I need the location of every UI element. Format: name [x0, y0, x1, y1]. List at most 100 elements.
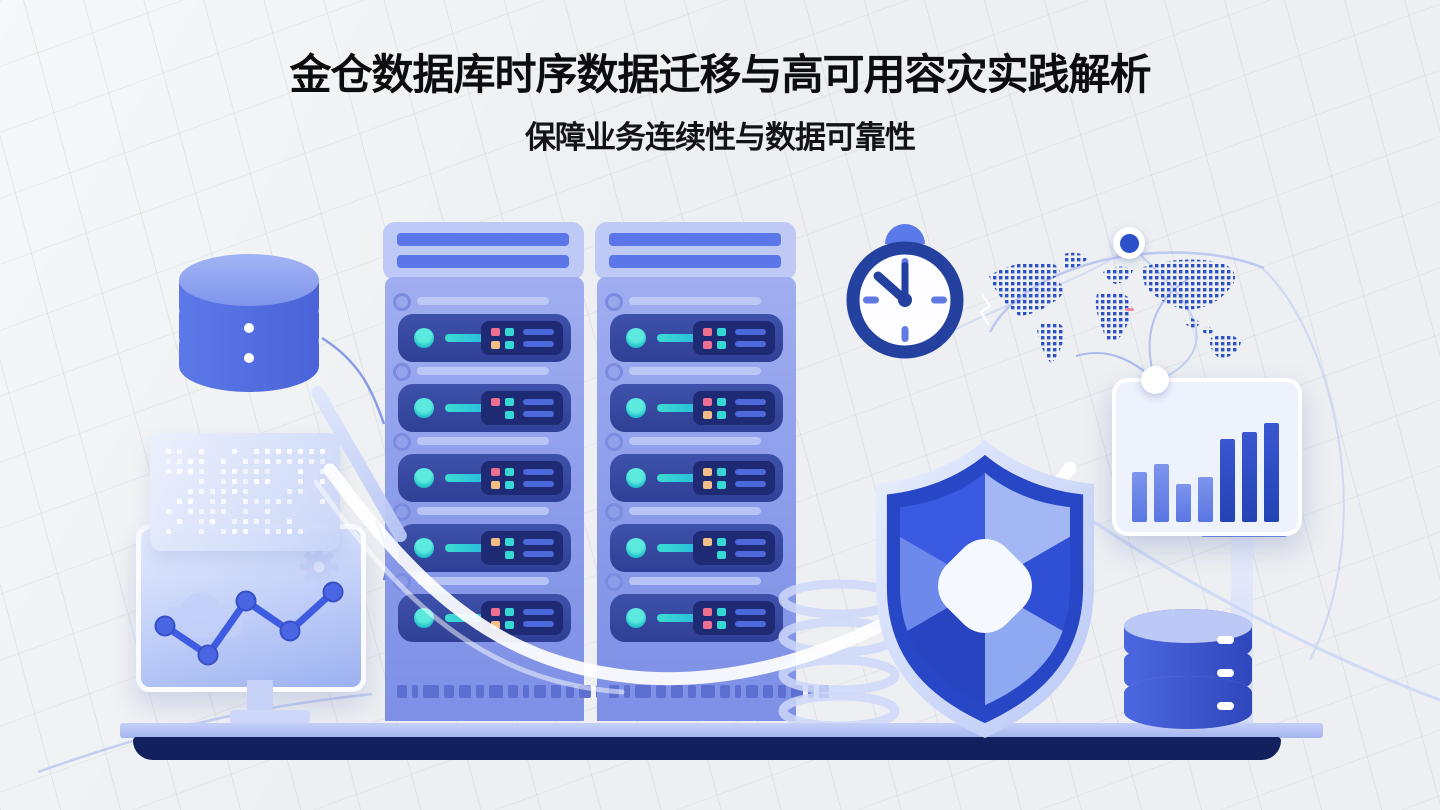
led-square [491, 341, 500, 349]
vent-slot [476, 685, 484, 698]
vent-slot [735, 685, 741, 698]
matrix-dot [210, 499, 215, 504]
matrix-dot [298, 529, 303, 534]
display-line [735, 399, 766, 405]
led-square [703, 621, 712, 629]
matrix-dot [276, 459, 281, 464]
display-line [735, 469, 766, 475]
vent-slot [635, 685, 651, 698]
matrix-dot [265, 459, 270, 464]
divider-knob [605, 363, 623, 381]
matrix-dot [243, 509, 248, 514]
rack-divider [597, 503, 796, 521]
data-point [279, 620, 301, 642]
led-square [491, 398, 500, 406]
matrix-dot [210, 519, 215, 524]
matrix-dot [287, 529, 292, 534]
matrix-dot [298, 479, 303, 484]
data-point [322, 581, 344, 603]
matrix-dot [188, 499, 193, 504]
vent-slot [624, 685, 630, 698]
vent-slot [489, 685, 503, 698]
display-line [523, 341, 554, 347]
matrix-dot [243, 479, 248, 484]
divider-knob [605, 503, 623, 521]
divider-knob [393, 293, 411, 311]
vent-slot [444, 685, 454, 698]
divider-knob [393, 433, 411, 451]
matrix-dot [298, 449, 303, 454]
led-square [703, 608, 712, 616]
rack-divider [597, 293, 796, 311]
status-led-icon [414, 328, 434, 348]
matrix-dot [177, 469, 182, 474]
stopwatch-icon [846, 224, 964, 359]
display-line [523, 539, 554, 545]
vent-slot [551, 685, 561, 698]
divider-rail [629, 507, 761, 515]
display-line [523, 411, 554, 417]
display-line [523, 469, 554, 475]
display-line [523, 621, 554, 627]
rack-divider [597, 433, 796, 451]
led-square [491, 608, 500, 616]
matrix-dot [166, 469, 171, 474]
matrix-dot [254, 459, 259, 464]
rack-divider [597, 573, 796, 591]
vent-slot [746, 685, 758, 698]
server-rack-icon [385, 277, 617, 721]
matrix-dot [243, 519, 248, 524]
vent-slot [459, 685, 471, 698]
status-led-icon [414, 468, 434, 488]
matrix-dot [265, 529, 270, 534]
data-point [154, 615, 176, 637]
led-square [717, 551, 726, 559]
bar [1242, 432, 1257, 522]
server-display [481, 531, 563, 565]
matrix-dot [309, 459, 314, 464]
led-square [703, 341, 712, 349]
divider-rail [417, 507, 549, 515]
matrix-dot [221, 459, 226, 464]
matrix-dot [243, 489, 248, 494]
led-square [703, 328, 712, 336]
matrix-dot [265, 469, 270, 474]
matrix-dot [287, 449, 292, 454]
line-chart-icon [154, 581, 344, 666]
status-led-icon [626, 328, 646, 348]
matrix-dot [265, 449, 270, 454]
display-line [523, 481, 554, 487]
led-square [505, 551, 514, 559]
vent-slot [397, 685, 407, 698]
divider-rail [629, 367, 761, 375]
display-line [523, 329, 554, 335]
network-node-icon [1113, 227, 1145, 259]
display-line [735, 621, 766, 627]
led-square [703, 468, 712, 476]
matrix-dot [276, 449, 281, 454]
server-display [693, 391, 775, 425]
matrix-dot [199, 489, 204, 494]
server-unit [398, 454, 571, 502]
matrix-dot [287, 519, 292, 524]
matrix-dot [188, 489, 193, 494]
activity-bar [445, 544, 489, 552]
led-square [717, 328, 726, 336]
shield-icon [876, 440, 1094, 738]
server-unit [610, 594, 783, 642]
vent-slot [671, 685, 683, 698]
matrix-dot [177, 459, 182, 464]
activity-bar [657, 404, 701, 412]
divider-knob [605, 573, 623, 591]
matrix-dot [232, 479, 237, 484]
led-square [505, 608, 514, 616]
display-line [735, 481, 766, 487]
matrix-dot [265, 509, 270, 514]
matrix-dot [265, 499, 270, 504]
server-rack-cap [595, 222, 796, 280]
page-subtitle: 保障业务连续性与数据可靠性 [525, 120, 916, 156]
matrix-dot [287, 499, 292, 504]
divider-knob [393, 363, 411, 381]
led-square [717, 411, 726, 419]
vent-slot [523, 685, 529, 698]
